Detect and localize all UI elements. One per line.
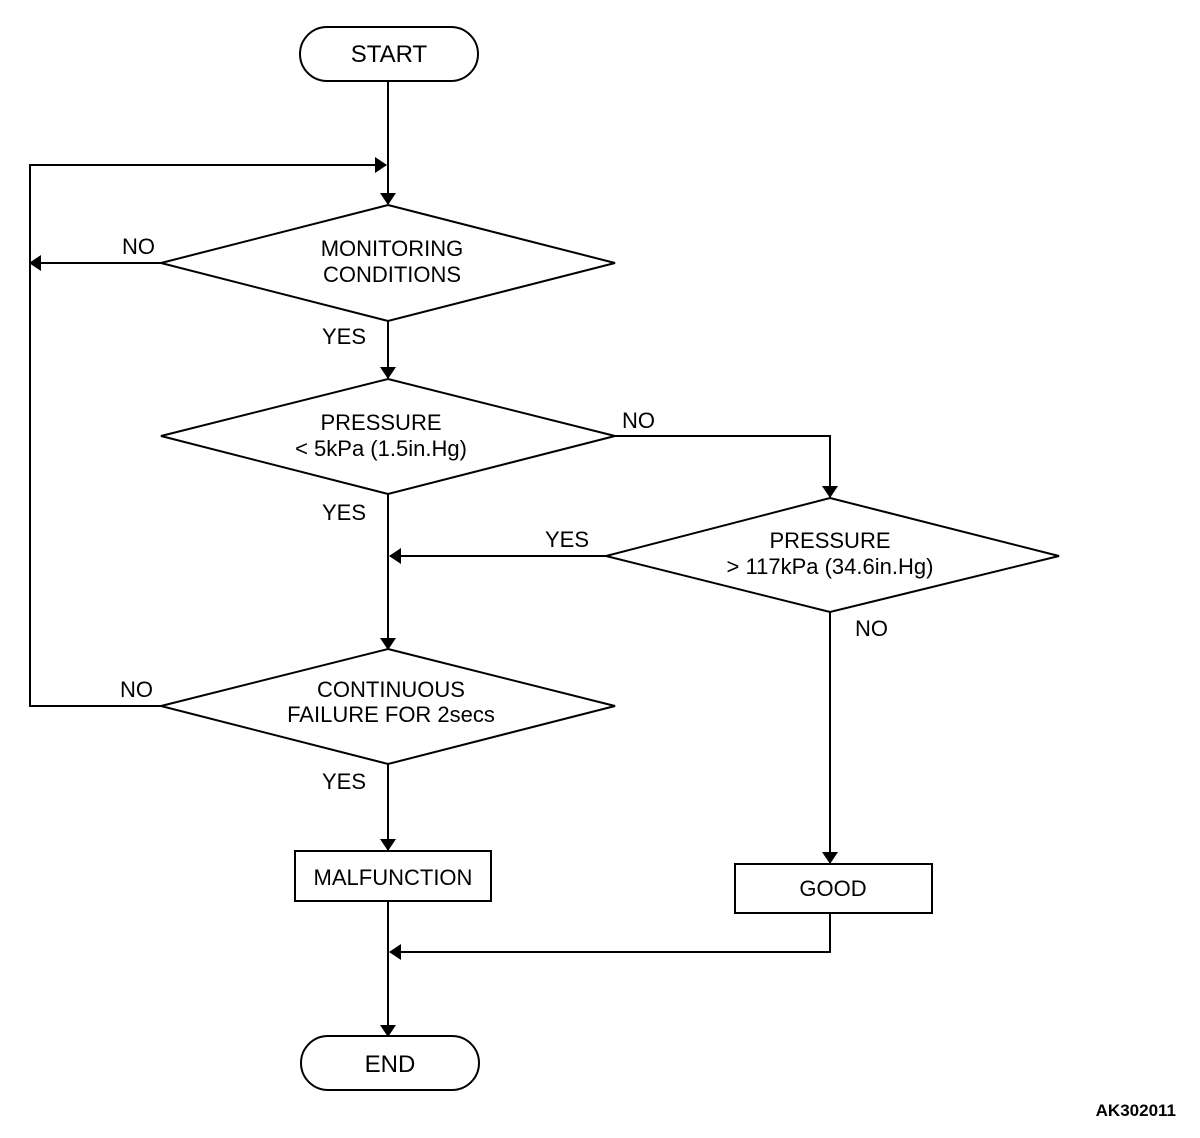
label-no-continuous: NO	[120, 677, 153, 702]
label-yes-pressure-high: YES	[545, 527, 589, 552]
edge-good-to-end	[389, 913, 831, 960]
connectors	[29, 81, 838, 1037]
good-box	[734, 863, 933, 914]
label-yes-pressure-low: YES	[322, 500, 366, 525]
label-no-pressure-high: NO	[855, 616, 888, 641]
start-label: START	[351, 41, 428, 68]
good-label: GOOD	[799, 876, 866, 901]
label-yes-monitoring: YES	[322, 324, 366, 349]
monitoring-decision	[160, 203, 616, 323]
label-no-pressure-low: NO	[622, 408, 655, 433]
continuous-failure-decision	[160, 647, 616, 766]
pressure-high-decision	[605, 496, 1060, 614]
monitoring-label-line1: MONITORING	[321, 236, 464, 261]
malfunction-box	[294, 850, 492, 902]
monitoring-label-line2: CONDITIONS	[323, 262, 461, 287]
start-terminal	[299, 26, 479, 82]
edge-pressure-low-no	[615, 435, 838, 498]
pressure-low-label-line2: < 5kPa (1.5in.Hg)	[295, 436, 467, 461]
edge-continuous-no-loop	[29, 157, 387, 707]
figure-code: AK302011	[1096, 1101, 1176, 1120]
malfunction-label: MALFUNCTION	[314, 865, 473, 890]
end-label: END	[365, 1051, 416, 1078]
continuous-label-line1: CONTINUOUS	[317, 677, 465, 702]
continuous-label-line2: FAILURE FOR 2secs	[287, 702, 495, 727]
pressure-high-label-line2: > 117kPa (34.6in.Hg)	[727, 554, 934, 579]
pressure-high-label-line1: PRESSURE	[769, 528, 890, 553]
end-terminal	[300, 1035, 480, 1091]
label-yes-continuous: YES	[322, 769, 366, 794]
label-no-monitoring: NO	[122, 234, 155, 259]
pressure-low-label-line1: PRESSURE	[320, 410, 441, 435]
pressure-low-decision	[160, 377, 616, 496]
